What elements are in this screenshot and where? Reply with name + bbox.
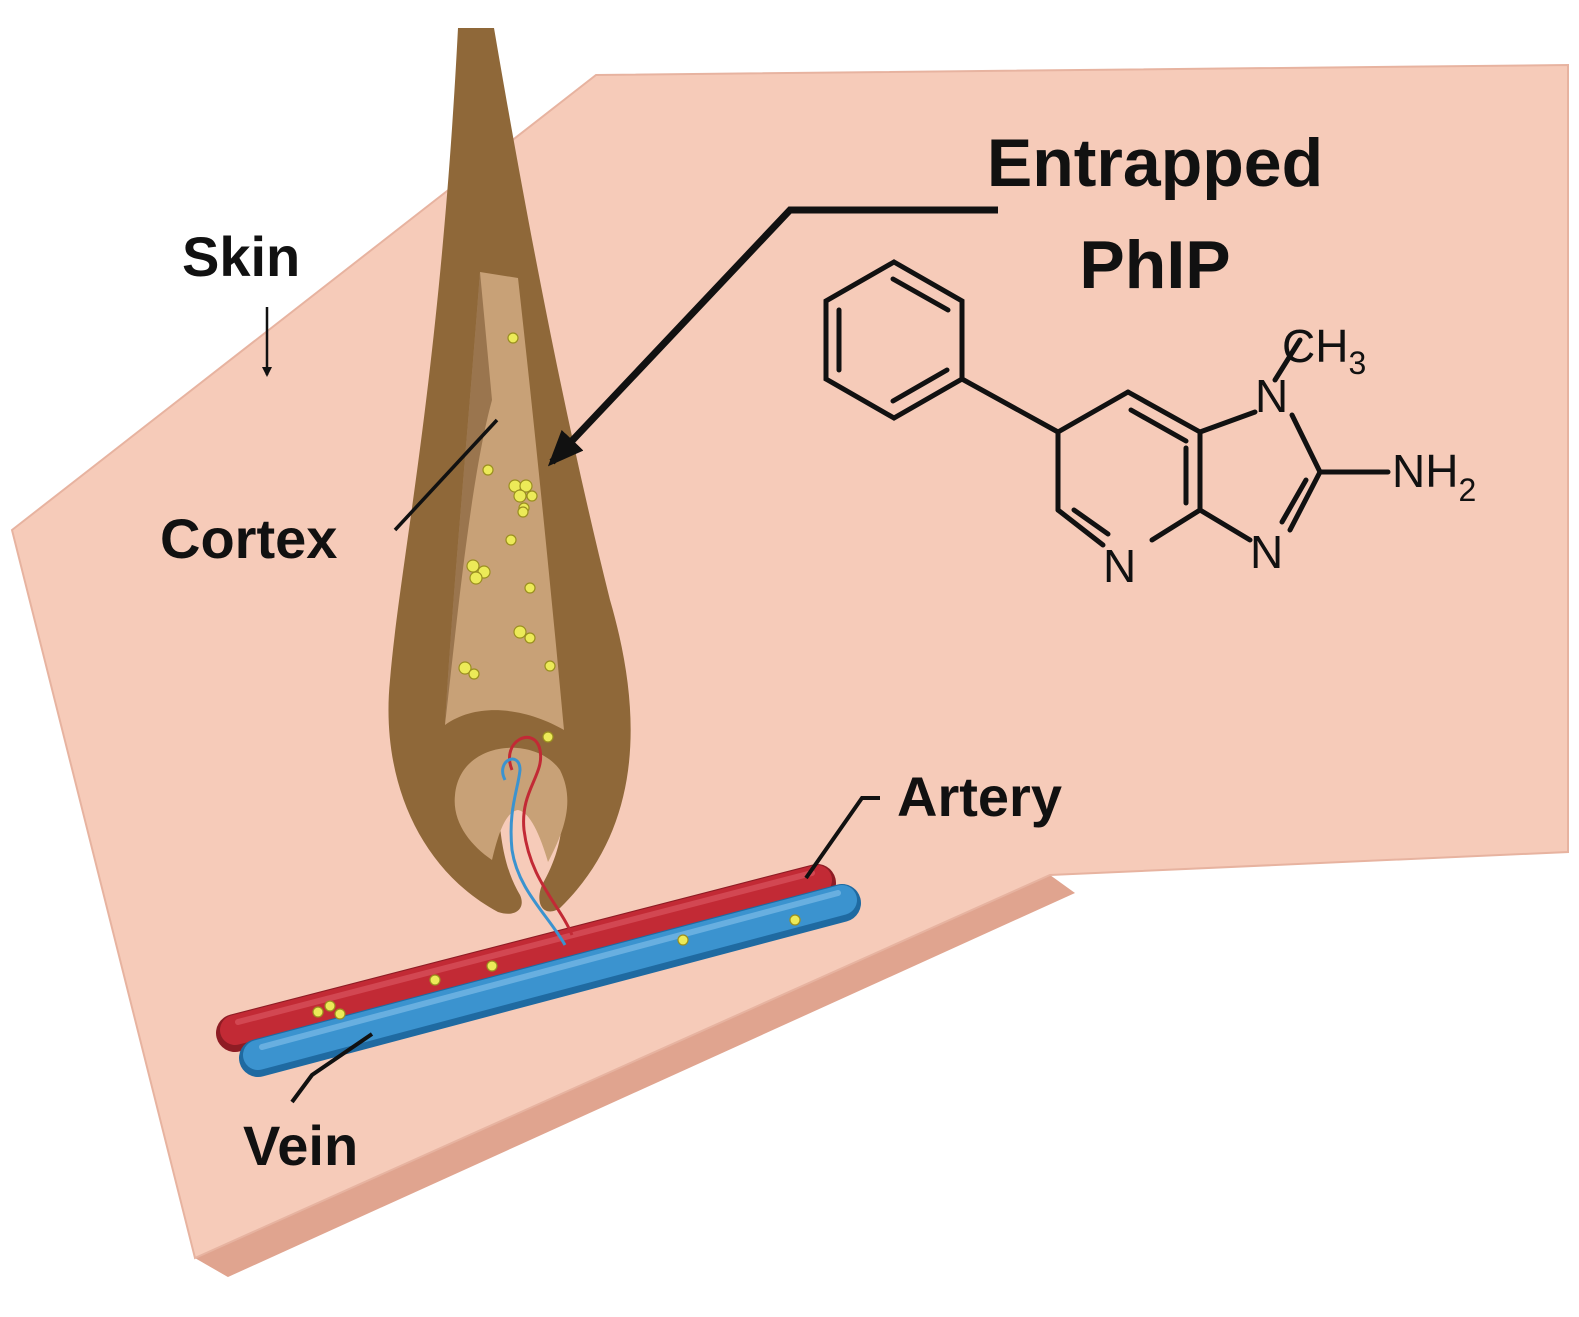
phip-arrow bbox=[547, 206, 998, 467]
atom-n-methyl: N bbox=[1255, 370, 1288, 422]
cortex-shadow bbox=[445, 272, 492, 725]
blood-vessels bbox=[216, 864, 861, 1077]
capillary-loop bbox=[501, 736, 574, 946]
methyl-bond bbox=[1272, 337, 1303, 383]
pyridine-ring bbox=[1055, 389, 1203, 548]
label-skin: Skin bbox=[182, 225, 300, 288]
skin-slab-bottom-edge bbox=[195, 875, 1075, 1277]
leader-lines bbox=[262, 206, 998, 1104]
label-entrapped: Entrapped bbox=[987, 125, 1323, 201]
cortex-leader bbox=[393, 418, 499, 532]
imidazole-ring bbox=[1197, 409, 1323, 543]
atom-nh2: NH2 bbox=[1392, 445, 1476, 508]
biaryl-bond bbox=[959, 376, 1061, 435]
phip-structure bbox=[823, 259, 1391, 548]
vein bbox=[239, 884, 861, 1077]
label-vein: Vein bbox=[243, 1114, 358, 1177]
hair-follicle bbox=[388, 28, 631, 946]
atom-n-pyridine: N bbox=[1103, 540, 1136, 592]
skin-slab-top bbox=[10, 63, 1569, 1260]
phenyl-ring bbox=[823, 259, 965, 421]
phip-atom-labels: N CH3 NH2 N N bbox=[1103, 320, 1476, 592]
diagram-labels: Skin Cortex Entrapped PhIP Artery Vein bbox=[160, 125, 1323, 1177]
cortex-phip-particles bbox=[458, 332, 556, 743]
atom-n-imidazole: N bbox=[1250, 526, 1283, 578]
vessel-phip-particles bbox=[312, 914, 801, 1020]
bulb-papilla bbox=[454, 747, 568, 862]
label-phip: PhIP bbox=[1079, 227, 1230, 303]
label-cortex: Cortex bbox=[160, 507, 337, 570]
atom-ch3: CH3 bbox=[1282, 320, 1366, 381]
label-artery: Artery bbox=[897, 765, 1062, 828]
artery-leader bbox=[804, 796, 880, 880]
skin-slab bbox=[10, 63, 1569, 1277]
vein-leader bbox=[290, 1032, 374, 1104]
